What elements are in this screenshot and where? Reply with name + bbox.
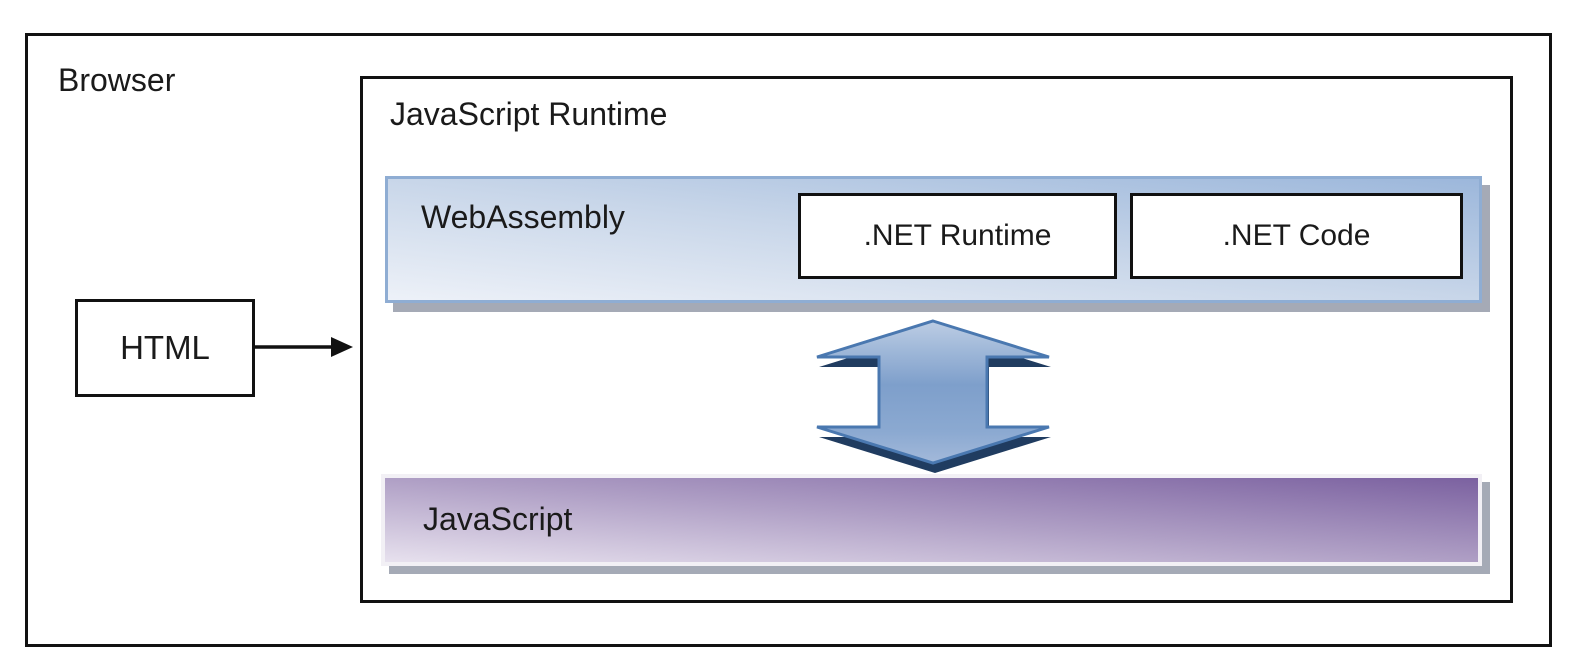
dotnet-runtime-label: .NET Runtime xyxy=(863,219,1052,252)
webassembly-bar: WebAssembly .NET Runtime .NET Code xyxy=(385,176,1482,303)
browser-container: Browser HTML JavaScript Runtime WebAssem… xyxy=(25,33,1552,647)
interop-updown-arrow-icon xyxy=(816,319,1051,473)
html-box: HTML xyxy=(75,299,255,397)
dotnet-runtime-box: .NET Runtime xyxy=(798,193,1117,279)
javascript-bar: JavaScript xyxy=(381,474,1482,566)
js-runtime-label: JavaScript Runtime xyxy=(390,96,668,132)
dotnet-code-label: .NET Code xyxy=(1222,219,1371,252)
browser-label: Browser xyxy=(58,62,176,98)
js-runtime-container: JavaScript Runtime WebAssembly .NET Runt… xyxy=(360,76,1513,603)
javascript-label: JavaScript xyxy=(423,501,573,537)
dotnet-code-box: .NET Code xyxy=(1130,193,1463,279)
webassembly-label: WebAssembly xyxy=(421,199,625,235)
updown-arrow-shape xyxy=(816,319,1050,465)
html-box-label: HTML xyxy=(120,329,210,366)
html-to-runtime-arrow xyxy=(255,337,353,357)
arrowhead-icon xyxy=(331,337,353,357)
